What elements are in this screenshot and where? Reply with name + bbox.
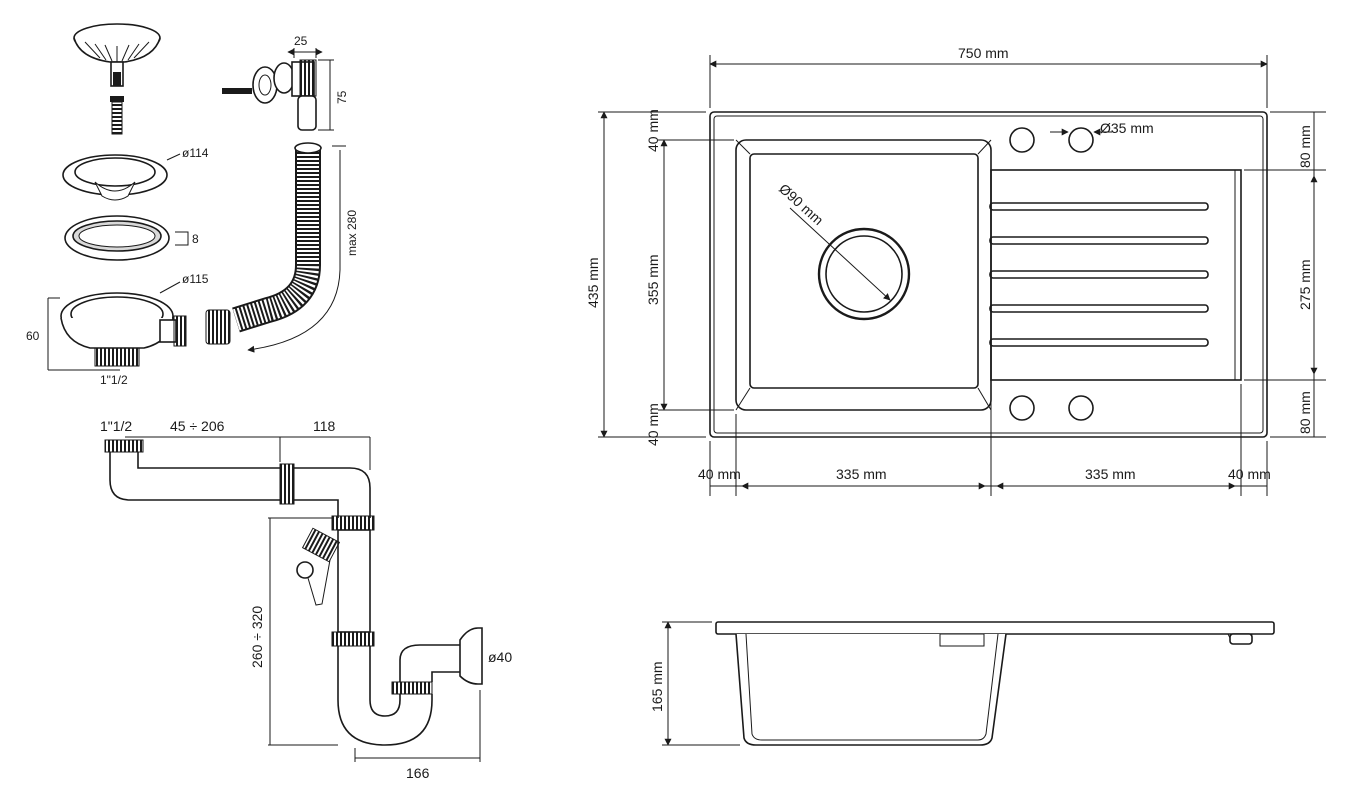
label-h40-top: 40 mm — [645, 109, 661, 152]
label-d25: 25 — [294, 34, 308, 48]
screw — [110, 96, 124, 135]
label-h435: 435 mm — [585, 257, 601, 308]
label-depth: 165 mm — [649, 661, 665, 712]
label-w40-left: 40 mm — [698, 466, 741, 482]
drain-body: ø115 60 1"1/2 — [26, 272, 209, 387]
label-range260: 260 ÷ 320 — [249, 606, 265, 668]
label-d75: 75 — [335, 90, 349, 104]
overflow-fitting: 25 75 — [222, 34, 349, 131]
label-h80-top: 80 mm — [1297, 125, 1313, 168]
tap-hole-3 — [1009, 395, 1035, 421]
label-h40-bottom: 40 mm — [645, 403, 661, 446]
sink-top-view: Ø90 mm Ø35 mm 750 mm 435 mm 355 — [585, 45, 1326, 496]
label-h80-bottom: 80 mm — [1297, 391, 1313, 434]
label-d60: 60 — [26, 329, 40, 343]
label-w335-left: 335 mm — [836, 466, 887, 482]
strainer-basket — [73, 23, 161, 87]
siphon-assembly: 1"1/2 45 ÷ 206 118 ø40 260 ÷ 320 166 — [100, 418, 512, 781]
sink-side-view: 165 mm — [649, 621, 1275, 746]
label-siphon-thread: 1"1/2 — [100, 418, 132, 434]
tap-hole-2 — [1068, 127, 1094, 153]
label-h355: 355 mm — [645, 254, 661, 305]
label-max280: max 280 — [345, 210, 359, 256]
label-w40-right: 40 mm — [1228, 466, 1271, 482]
drainer-ribs — [989, 202, 1209, 347]
label-d8: 8 — [192, 232, 199, 246]
flange-ring: ø114 — [62, 146, 209, 201]
label-d118: 118 — [313, 418, 336, 434]
label-w335-right: 335 mm — [1085, 466, 1136, 482]
label-d166: 166 — [406, 765, 430, 781]
label-d115: ø115 — [182, 272, 209, 286]
tap-hole-4 — [1068, 395, 1094, 421]
tap-hole-1 — [1009, 127, 1035, 153]
label-d40: ø40 — [488, 649, 512, 665]
label-thread-top: 1"1/2 — [100, 373, 128, 387]
label-width: 750 mm — [958, 45, 1009, 61]
label-range45: 45 ÷ 206 — [170, 418, 225, 434]
flexible-hose: max 280 — [205, 142, 359, 353]
label-h275: 275 mm — [1297, 259, 1313, 310]
gasket: 8 — [64, 215, 199, 261]
label-d114: ø114 — [182, 146, 209, 160]
label-tap-hole: Ø35 mm — [1100, 120, 1154, 136]
